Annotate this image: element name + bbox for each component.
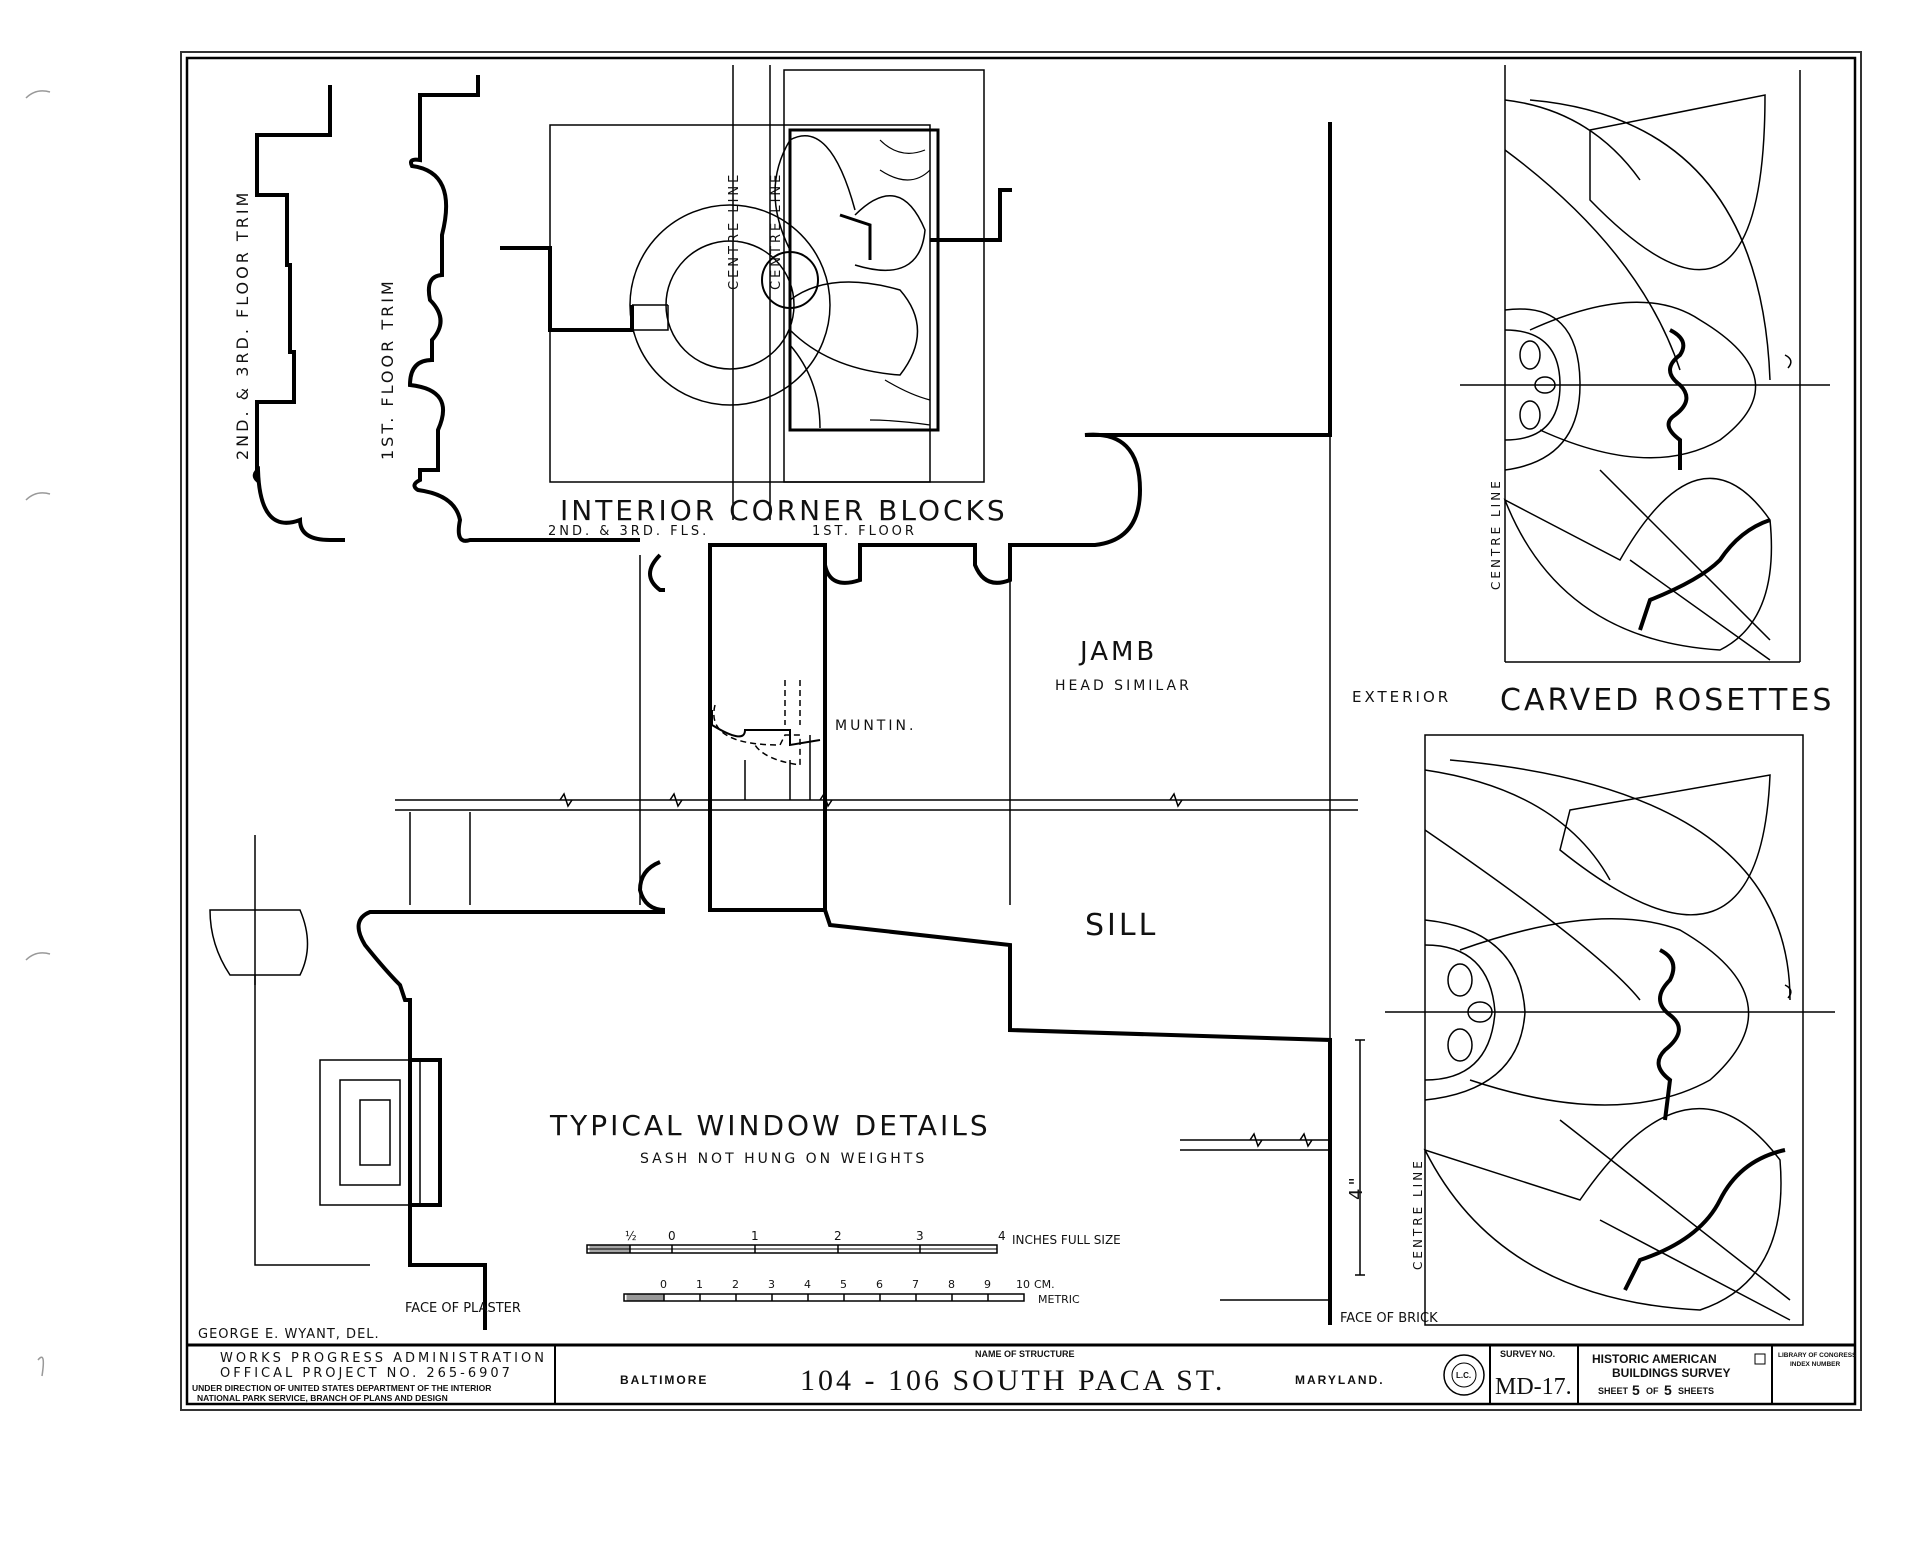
metric-scale-label: METRIC xyxy=(1038,1293,1080,1306)
svg-text:9: 9 xyxy=(984,1278,991,1291)
rosettes-prefix: EXTERIOR xyxy=(1352,688,1451,706)
svg-text:2: 2 xyxy=(834,1229,842,1243)
muntin-label: MUNTIN. xyxy=(835,718,916,734)
jamb-section xyxy=(639,122,1332,1040)
sill-section xyxy=(209,812,1365,1330)
svg-text:5: 5 xyxy=(840,1278,847,1291)
svg-text:1: 1 xyxy=(751,1229,759,1243)
svg-text:4: 4 xyxy=(998,1229,1006,1243)
metric-scale-ticks: 0 1 2 3 4 5 6 7 8 9 10 CM. xyxy=(660,1278,1055,1291)
jamb-title: JAMB xyxy=(1078,637,1157,667)
title-block xyxy=(187,1343,1855,1404)
svg-text:4: 4 xyxy=(804,1278,811,1291)
habs-block: HISTORIC AMERICAN BUILDINGS SURVEY SHEET… xyxy=(1592,1352,1730,1398)
rosette-bottom xyxy=(1385,734,1835,1326)
svg-text:7: 7 xyxy=(912,1278,919,1291)
svg-text:1: 1 xyxy=(696,1278,703,1291)
svg-text:5: 5 xyxy=(1632,1382,1640,1398)
second-third-floor-trim-label: 2ND. & 3RD. FLOOR TRIM xyxy=(233,190,252,460)
inch-scale xyxy=(586,1244,998,1254)
delineator-credit: GEORGE E. WYANT, DEL. xyxy=(198,1327,380,1342)
rosette-centre-label-bottom: CENTRE LINE xyxy=(1411,1158,1425,1270)
svg-text:0: 0 xyxy=(660,1278,667,1291)
svg-text:SHEET: SHEET xyxy=(1598,1386,1629,1396)
seal-text: L.C. xyxy=(1456,1371,1471,1380)
svg-text:NATIONAL PARK SERVICE, BRANCH: NATIONAL PARK SERVICE, BRANCH OF PLANS A… xyxy=(197,1393,448,1403)
svg-text:UNDER DIRECTION OF UNITED STAT: UNDER DIRECTION OF UNITED STATES DEPARTM… xyxy=(192,1383,491,1393)
svg-text:3: 3 xyxy=(768,1278,775,1291)
city-name: BALTIMORE xyxy=(620,1373,708,1387)
centre-line-strip xyxy=(732,65,771,520)
corner-blocks-sub-right: 1ST. FLOOR xyxy=(812,524,917,539)
svg-text:5: 5 xyxy=(1664,1382,1672,1398)
corner-block-2nd-3rd xyxy=(500,124,931,483)
survey-no-label: SURVEY NO. xyxy=(1500,1349,1555,1359)
first-floor-trim-label: 1ST. FLOOR TRIM xyxy=(378,278,397,460)
svg-text:OF: OF xyxy=(1646,1386,1659,1396)
svg-text:8: 8 xyxy=(948,1278,955,1291)
svg-text:3: 3 xyxy=(916,1229,924,1243)
name-of-structure-label: NAME OF STRUCTURE xyxy=(975,1349,1075,1359)
first-floor-trim-profile xyxy=(407,75,640,543)
outer-border xyxy=(180,51,1862,1411)
svg-text:SHEETS: SHEETS xyxy=(1678,1386,1714,1396)
corner-block-1st-floor xyxy=(761,69,1012,483)
centre-line-label-b: CENTRE LINE xyxy=(769,172,784,290)
svg-text:2: 2 xyxy=(732,1278,739,1291)
corner-blocks-sub-left: 2ND. & 3RD. FLS. xyxy=(548,524,709,539)
window-details-title: TYPICAL WINDOW DETAILS xyxy=(549,1109,991,1142)
inch-scale-label: INCHES FULL SIZE xyxy=(1012,1233,1121,1247)
sill-title: SILL xyxy=(1085,908,1158,943)
svg-text:HISTORIC AMERICAN: HISTORIC AMERICAN xyxy=(1592,1352,1717,1366)
inch-scale-ticks: ½ 0 1 2 3 4 xyxy=(625,1229,1006,1243)
library-seal xyxy=(1443,1354,1485,1396)
svg-text:½: ½ xyxy=(625,1229,637,1243)
centre-line-label-a: CENTRE LINE xyxy=(727,172,742,290)
face-of-plaster-label: FACE OF PLASTER xyxy=(405,1301,521,1316)
structure-name: 104 - 106 SOUTH PACA ST. xyxy=(800,1364,1225,1397)
svg-text:6: 6 xyxy=(876,1278,883,1291)
loc-index-block: LIBRARY OF CONGRESS INDEX NUMBER xyxy=(1778,1352,1857,1368)
svg-text:10: 10 xyxy=(1016,1278,1030,1291)
corner-blocks-title: INTERIOR CORNER BLOCKS xyxy=(560,494,1008,527)
svg-text:OFFICAL PROJECT NO. 265-6907: OFFICAL PROJECT NO. 265-6907 xyxy=(220,1366,513,1381)
jamb-sub: HEAD SIMILAR xyxy=(1055,678,1192,694)
inner-border xyxy=(185,56,1857,1406)
agency-block: WORKS PROGRESS ADMINISTRATION OFFICAL PR… xyxy=(192,1351,547,1403)
second-third-floor-trim-profile xyxy=(252,85,345,542)
metric-scale xyxy=(623,1293,1025,1302)
state-name: MARYLAND. xyxy=(1295,1373,1385,1387)
window-details-sub: SASH NOT HUNG ON WEIGHTS xyxy=(640,1151,927,1167)
survey-no: MD-17. xyxy=(1495,1374,1572,1400)
rosette-top xyxy=(1460,65,1830,663)
svg-text:LIBRARY OF CONGRESS: LIBRARY OF CONGRESS xyxy=(1778,1352,1857,1359)
binder-marks xyxy=(25,90,51,1377)
svg-text:BUILDINGS SURVEY: BUILDINGS SURVEY xyxy=(1612,1366,1730,1380)
svg-text:0: 0 xyxy=(668,1229,676,1243)
svg-text:CM.: CM. xyxy=(1034,1278,1055,1291)
svg-text:WORKS PROGRESS ADMINISTRATION: WORKS PROGRESS ADMINISTRATION xyxy=(220,1351,547,1366)
glass-line xyxy=(395,792,1358,811)
svg-text:INDEX NUMBER: INDEX NUMBER xyxy=(1790,1361,1841,1368)
rosettes-title: CARVED ROSETTES xyxy=(1500,683,1834,718)
rosette-centre-label-top: CENTRE LINE xyxy=(1489,478,1503,590)
dimension-label: 4" xyxy=(1346,1174,1367,1200)
face-of-brick-label: FACE OF BRICK xyxy=(1340,1311,1438,1326)
